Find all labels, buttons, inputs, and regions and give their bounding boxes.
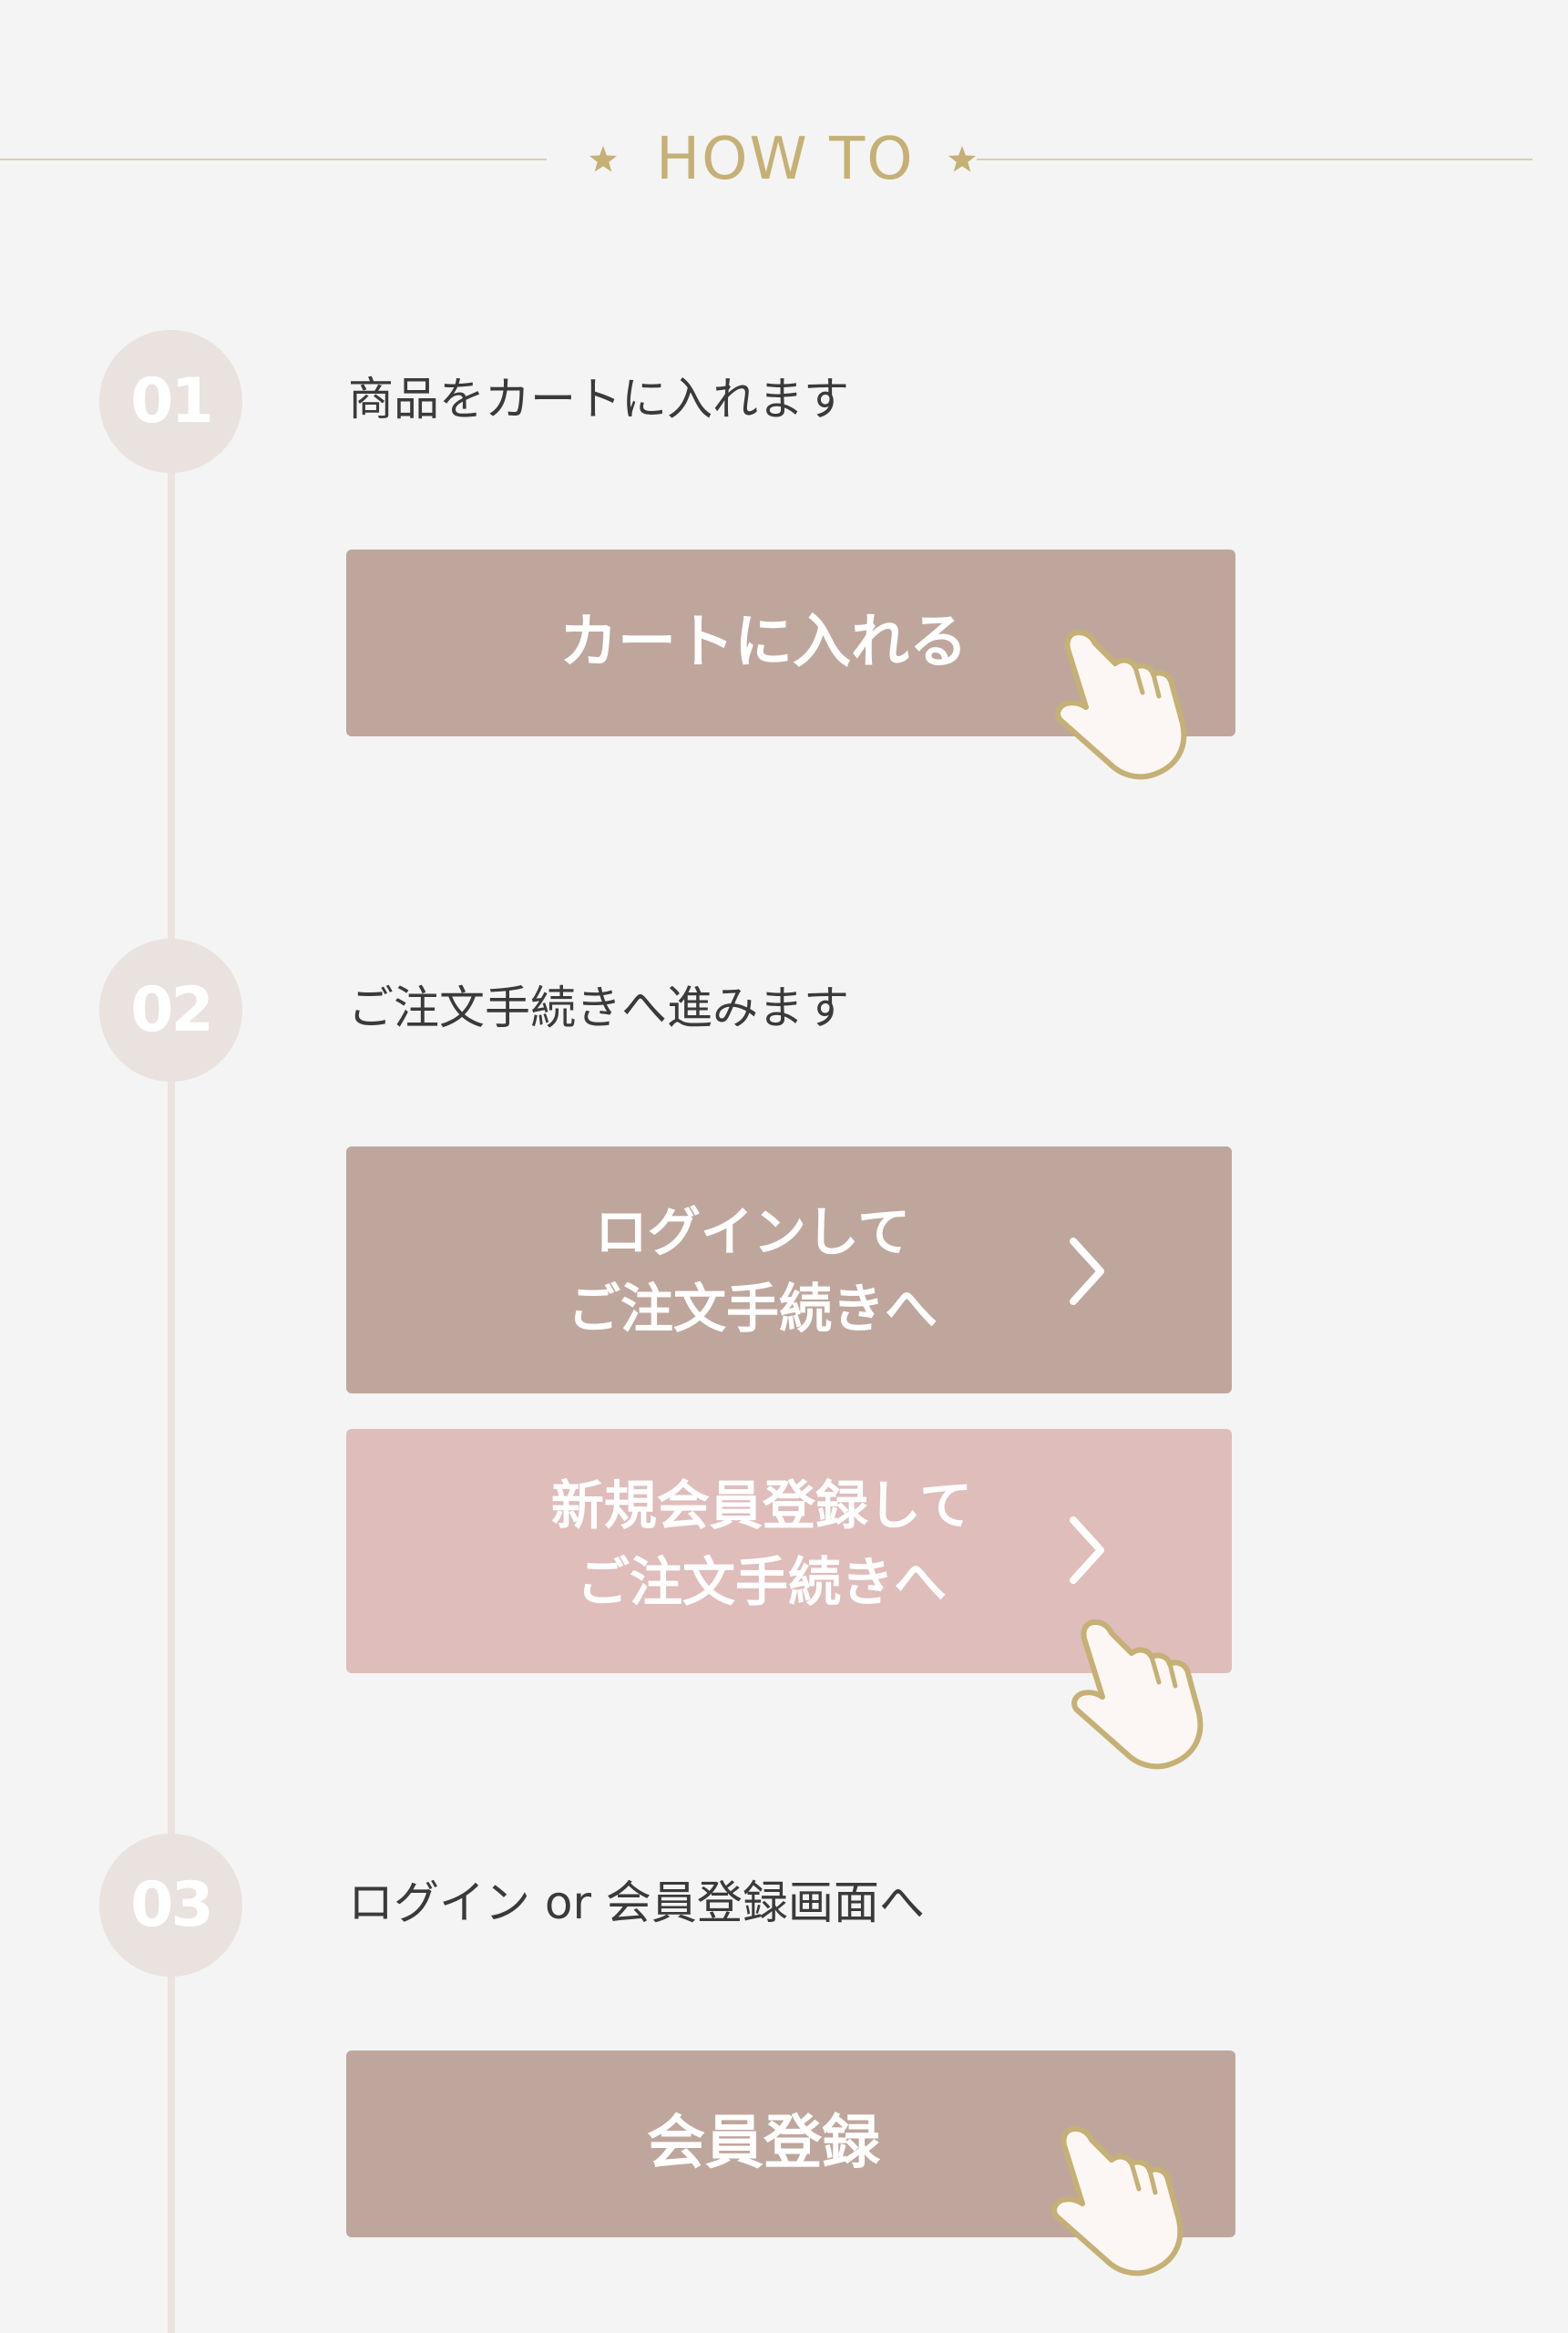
step-number-badge: 03 — [99, 1834, 242, 1977]
star-icon — [589, 146, 617, 172]
step-description: ご注文手続きへ進みます — [348, 982, 849, 1034]
chevron-right-icon — [1070, 1516, 1104, 1584]
header-divider-right — [977, 159, 1532, 160]
pointing-hand-icon — [1071, 1619, 1204, 1770]
star-icon — [948, 146, 976, 172]
pointing-hand-icon — [1055, 630, 1187, 780]
page-title: HOW TO — [656, 126, 915, 193]
register-checkout-label-line2: ご注文手続きへ — [576, 1551, 947, 1613]
step-number-badge: 02 — [99, 939, 242, 1082]
login-checkout-label-line2: ご注文手続きへ — [567, 1278, 938, 1340]
login-checkout-label-line1: ログインして — [594, 1201, 911, 1263]
step-description: 商品をカートに入れます — [348, 373, 849, 426]
header-divider-left — [0, 159, 547, 160]
timeline-line — [168, 401, 175, 2333]
chevron-right-icon — [1070, 1238, 1104, 1305]
step-description: ログイン or 会員登録画面へ — [348, 1876, 925, 1929]
how-to-header: HOW TO — [0, 128, 1568, 191]
register-checkout-label-line1: 新規会員登録して — [550, 1475, 973, 1536]
login-checkout-button[interactable]: ログインして ご注文手続きへ — [346, 1146, 1232, 1393]
pointing-hand-icon — [1051, 2126, 1184, 2276]
add-to-cart-button-label: カートに入れる — [559, 609, 968, 676]
step-number-badge: 01 — [99, 330, 242, 473]
member-registration-label: 会員登録 — [647, 2110, 880, 2177]
